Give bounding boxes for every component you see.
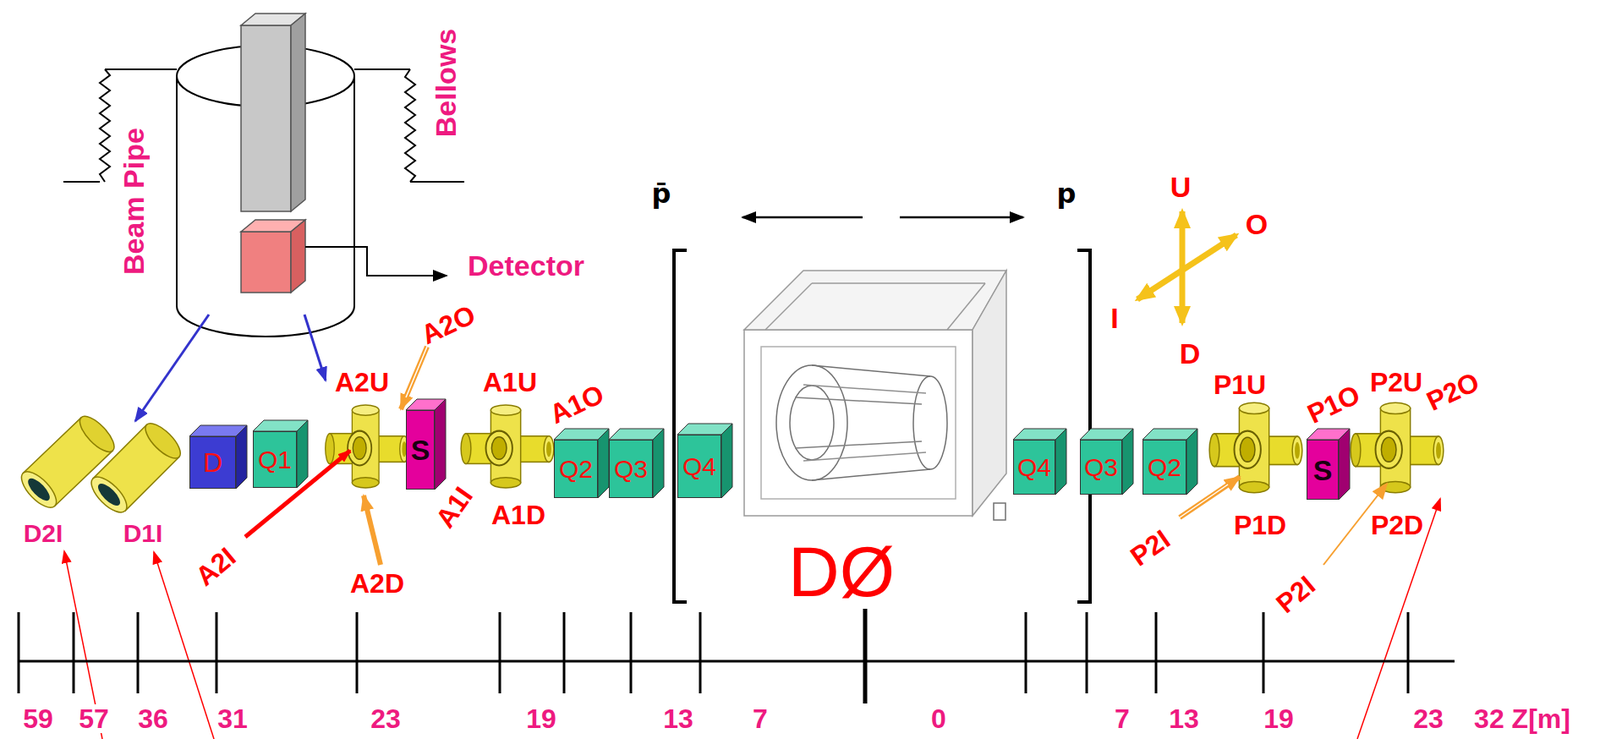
magnet-name: Q2 (1147, 454, 1182, 481)
quadrupole-magnet: Q1 (252, 431, 297, 488)
axis-label: Beam Pipe (119, 127, 148, 275)
pot-name: A2O (416, 301, 479, 350)
axis-number: 13 (661, 704, 696, 734)
pot-name: A2D (350, 569, 405, 598)
axis-number: 36 (136, 704, 170, 734)
axis-number: 19 (1261, 704, 1296, 734)
pot-name: P2D (1370, 511, 1424, 539)
axis-number: 31 (215, 704, 250, 734)
beam-arrow (899, 216, 1024, 220)
magnet-side-face (721, 423, 733, 499)
part-name: Bellows (431, 28, 461, 137)
beam-name: p̄ (652, 180, 672, 208)
magnet-side-face (1055, 428, 1067, 495)
pot-name: P2O (1422, 367, 1484, 416)
pot-station (325, 405, 410, 488)
quadrupole-magnet: Q2 (553, 439, 598, 499)
magnet-name: Q3 (613, 456, 648, 483)
dipole-pot-tube (85, 417, 186, 518)
magnet-name: Q1 (257, 447, 292, 473)
pot-name: A1D (491, 501, 546, 529)
axis-number: 19 (524, 704, 559, 734)
pot-station (460, 405, 554, 488)
pot-name: P2I (1271, 570, 1320, 618)
magnet-name: S (410, 435, 431, 465)
magnet-side-face (1186, 428, 1198, 495)
axis-number: 32 Z[m] (1472, 704, 1573, 734)
direction-label: D (1179, 339, 1201, 368)
axis-number: 57 (76, 704, 111, 734)
pot-name: P2U (1369, 368, 1423, 396)
pot-name: P1U (1213, 371, 1266, 399)
magnet-side-face (652, 428, 664, 499)
axis-number: 0 (929, 704, 948, 734)
inset-pointer (304, 314, 326, 381)
quadrupole-magnet: Q3 (1079, 439, 1123, 495)
magnet-name: S (1313, 455, 1333, 485)
direction-label: U (1170, 172, 1192, 202)
direction-label: I (1110, 303, 1118, 333)
inset-pointer (135, 314, 209, 422)
pot-name: A2I (191, 542, 242, 592)
magnet-name: D (202, 449, 223, 477)
magnet-side-face (597, 428, 609, 499)
quadrupole-magnet: Q3 (608, 439, 653, 499)
axis-number: 23 (1411, 704, 1446, 734)
pot-name: A1U (482, 368, 537, 396)
beam-arrow (742, 216, 863, 220)
axis-number: 23 (368, 704, 403, 734)
magnet-side-face (296, 420, 308, 488)
direction-label: O (1245, 209, 1268, 239)
axis-number: 7 (750, 704, 770, 734)
bracket (673, 250, 687, 603)
detector-arm (241, 13, 306, 293)
magnet-name: Q3 (1084, 454, 1118, 481)
magnet-name: Q4 (682, 454, 717, 480)
part-name: Detector (467, 251, 585, 280)
magnet-name: Q2 (558, 456, 593, 483)
pot-name: A1O (545, 380, 608, 429)
pointer-arrow (363, 495, 381, 565)
separator-magnet: S (405, 410, 435, 490)
pot-name: P1O (1303, 380, 1365, 428)
bracket (1077, 250, 1091, 603)
axis-number: 59 (21, 704, 55, 734)
pot-name: A2U (334, 368, 390, 396)
pointer-arrow (1357, 498, 1441, 739)
pot-name: D1I (123, 520, 164, 547)
quadrupole-magnet: Q4 (677, 434, 722, 499)
detector-name: DØ (788, 536, 895, 608)
pot-name: P2I (1125, 525, 1175, 571)
pot-station (1350, 402, 1444, 494)
magnet-side-face (434, 399, 446, 490)
dipole-magnet: D (189, 436, 236, 489)
detector-leader (305, 246, 447, 276)
quadrupole-magnet: Q4 (1013, 439, 1056, 495)
separator-magnet: S (1306, 439, 1339, 500)
pot-station (1209, 402, 1303, 494)
quadrupole-magnet: Q2 (1142, 439, 1187, 495)
axis-number: 13 (1167, 704, 1201, 734)
magnet-side-face (1122, 428, 1134, 495)
magnet-side-face (1338, 428, 1350, 500)
beam-name: p (1057, 180, 1077, 208)
z-axis (18, 608, 1455, 704)
pot-name: A1I (431, 482, 478, 532)
compass-arrow (1137, 235, 1237, 300)
magnet-name: Q4 (1017, 454, 1052, 481)
pot-name: P1D (1233, 511, 1287, 539)
pot-name: D2I (23, 520, 64, 547)
axis-number: 7 (1112, 704, 1132, 734)
magnet-side-face (235, 425, 247, 489)
detector-sketch (744, 270, 1007, 521)
